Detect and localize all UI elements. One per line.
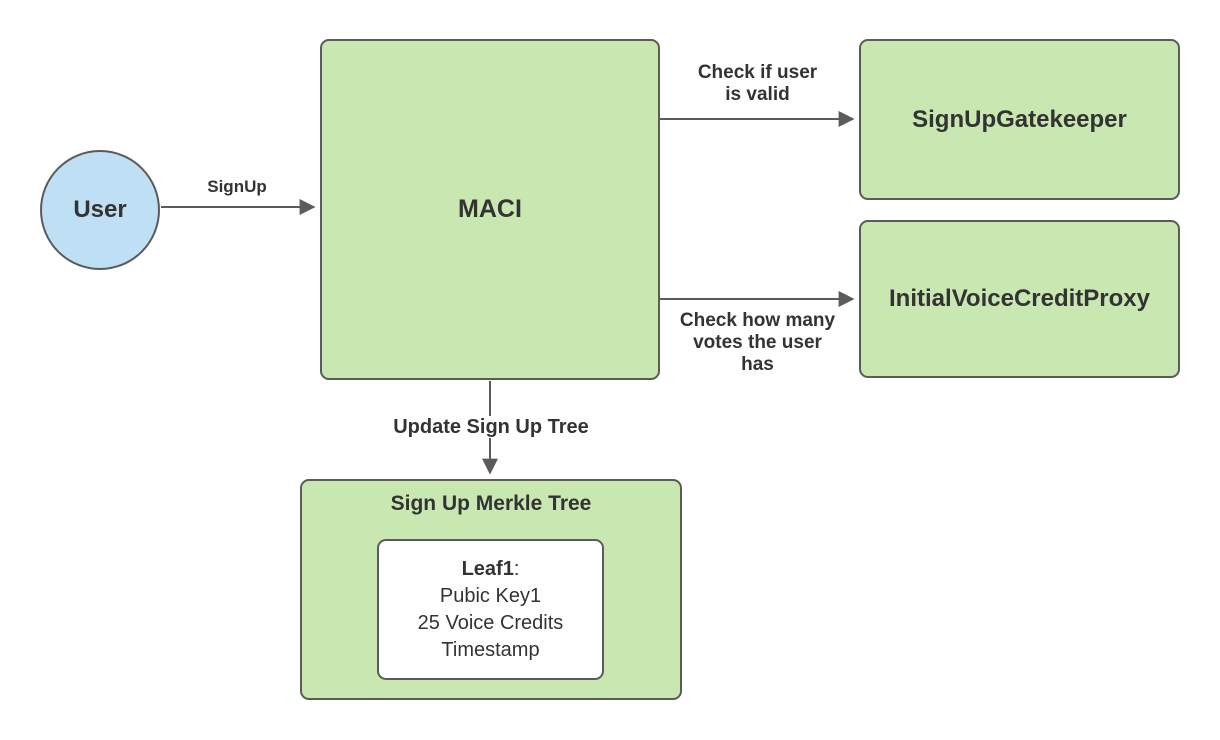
check-votes-edge-label: Check how many votes the user has bbox=[655, 310, 860, 376]
initial-voice-credit-proxy-node-label: InitialVoiceCreditProxy bbox=[889, 285, 1150, 312]
check-valid-edge-label: Check if user is valid bbox=[660, 62, 855, 106]
maci-node: MACI bbox=[320, 39, 660, 380]
check-valid-edge-label-line2: is valid bbox=[725, 84, 790, 105]
leaf1-title: Leaf1 bbox=[461, 557, 514, 580]
leaf1-node: Leaf1: Pubic Key1 25 Voice Credits Times… bbox=[377, 539, 604, 680]
leaf1-line-voice-credits: 25 Voice Credits bbox=[417, 611, 564, 634]
leaf1-line-timestamp: Timestamp bbox=[441, 638, 540, 661]
user-node-label: User bbox=[73, 196, 127, 223]
update-tree-edge-label: Update Sign Up Tree bbox=[375, 416, 607, 438]
signup-edge-label: SignUp bbox=[207, 177, 267, 196]
signup-gatekeeper-node-label: SignUpGatekeeper bbox=[912, 105, 1127, 133]
check-valid-edge-label-line1: Check if user bbox=[697, 62, 818, 83]
user-node: User bbox=[40, 150, 160, 270]
leaf1-title-line: Leaf1: bbox=[462, 556, 520, 583]
signup-gatekeeper-node: SignUpGatekeeper bbox=[859, 39, 1180, 200]
initial-voice-credit-proxy-node: InitialVoiceCreditProxy bbox=[859, 220, 1180, 378]
check-votes-edge-label-line2: votes the user bbox=[693, 332, 822, 353]
leaf1-title-separator: : bbox=[513, 557, 520, 580]
check-votes-edge-label-line1: Check how many bbox=[679, 310, 836, 331]
leaf1-line-public-key: Pubic Key1 bbox=[439, 584, 542, 607]
maci-node-label: MACI bbox=[458, 195, 522, 223]
signup-merkle-tree-title: Sign Up Merkle Tree bbox=[390, 492, 592, 515]
check-votes-edge-label-line3: has bbox=[741, 354, 774, 375]
